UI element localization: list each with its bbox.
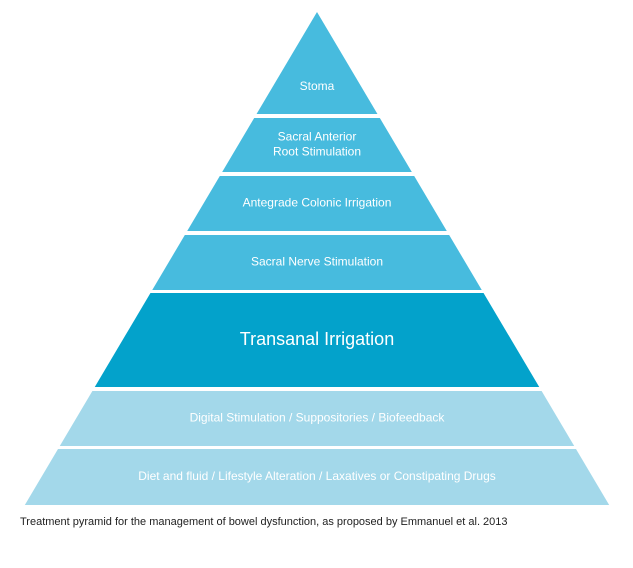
tier-label-line: Transanal Irrigation (240, 329, 394, 349)
tier-shape-antegrade-colonic-irrigation (187, 176, 447, 231)
tier-shape-diet-and-fluid (24, 449, 610, 505)
tier-label-line: Antegrade Colonic Irrigation (243, 196, 392, 210)
tier-shape-stoma (256, 12, 378, 114)
tier-sacral-nerve-stimulation: Sacral Nerve Stimulation (152, 235, 482, 290)
tier-label-antegrade-colonic-irrigation: Antegrade Colonic Irrigation (243, 196, 392, 210)
tier-shape-transanal-irrigation (94, 293, 540, 387)
tier-label-stoma: Stoma (300, 79, 335, 93)
tier-label-transanal-irrigation: Transanal Irrigation (240, 329, 394, 349)
tier-label-diet-and-fluid: Diet and fluid / Lifestyle Alteration / … (138, 469, 496, 483)
figure-caption: Treatment pyramid for the management of … (20, 516, 508, 528)
tier-transanal-irrigation: Transanal Irrigation (94, 293, 540, 387)
tier-shape-sacral-anterior-root-stimulation (222, 118, 412, 172)
tier-label-line: Diet and fluid / Lifestyle Alteration / … (138, 469, 496, 483)
tier-label-line: Sacral Nerve Stimulation (251, 255, 383, 269)
tier-label-line: Stoma (300, 79, 335, 93)
tier-shape-sacral-nerve-stimulation (152, 235, 482, 290)
tier-label-line: Root Stimulation (273, 144, 361, 158)
tier-label-line: Sacral Anterior (278, 130, 357, 144)
tier-label-sacral-nerve-stimulation: Sacral Nerve Stimulation (251, 255, 383, 269)
tier-label-line: Digital Stimulation / Suppositories / Bi… (190, 411, 446, 425)
tier-diet-and-fluid: Diet and fluid / Lifestyle Alteration / … (24, 449, 610, 505)
tier-antegrade-colonic-irrigation: Antegrade Colonic Irrigation (187, 176, 447, 231)
tier-shape-digital-stimulation (59, 391, 575, 446)
tier-stoma: Stoma (256, 12, 378, 114)
tier-label-digital-stimulation: Digital Stimulation / Suppositories / Bi… (190, 411, 446, 425)
tier-digital-stimulation: Digital Stimulation / Suppositories / Bi… (59, 391, 575, 446)
